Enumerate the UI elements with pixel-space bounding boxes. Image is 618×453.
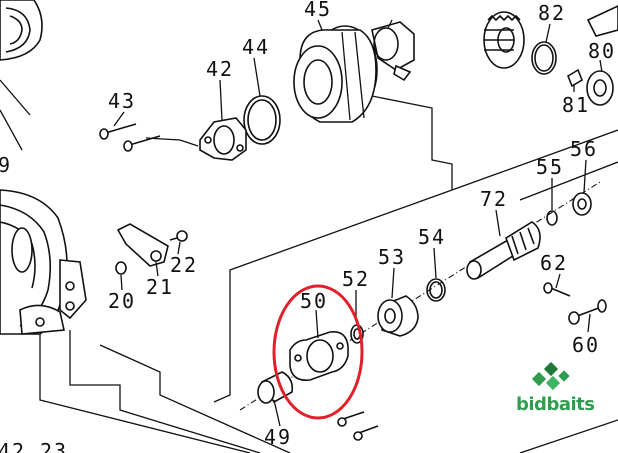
part-62-pin	[543, 282, 571, 297]
label-44: 44	[242, 35, 270, 59]
part-gear-top	[483, 11, 525, 69]
part-45-cap	[371, 21, 415, 82]
part-82-ring	[531, 41, 557, 75]
label-72: 72	[480, 187, 508, 211]
part-50-flange-plate	[289, 330, 349, 382]
label-21: 21	[146, 275, 174, 299]
part-handle-top-right	[586, 5, 618, 37]
part-44-ring	[243, 95, 281, 145]
part-45-sleeve	[293, 25, 378, 123]
part-56-bearing	[572, 192, 592, 216]
label-80: 80	[588, 39, 616, 63]
part-53-bearing	[377, 295, 419, 337]
label-52: 52	[342, 267, 370, 291]
part-bottom-screws	[337, 411, 379, 441]
part-60-screw	[568, 299, 607, 325]
part-54-washer	[426, 278, 446, 302]
label-20: 20	[108, 289, 136, 313]
part-22-screw	[169, 230, 188, 242]
axis-center-line	[239, 181, 601, 411]
label-43: 43	[108, 89, 136, 113]
part-21-lever	[116, 223, 169, 267]
leader-lines	[113, 19, 603, 427]
label-45: 45	[304, 0, 332, 21]
label-9: 9	[0, 153, 12, 177]
bidbaits-logo-icon	[531, 361, 570, 391]
label-22: 22	[170, 253, 198, 277]
panel-frame-lines	[0, 79, 618, 453]
label-49: 49	[264, 425, 292, 449]
part-72-pinion	[466, 221, 541, 280]
label-62: 62	[540, 251, 568, 275]
label-56: 56	[570, 137, 598, 161]
part-80-bearing	[586, 70, 614, 106]
label-50: 50	[300, 289, 328, 313]
part-42-plate	[199, 117, 247, 161]
label-60: 60	[572, 333, 600, 357]
label-53: 53	[378, 245, 406, 269]
part-49-collar	[257, 371, 294, 404]
part-43-screws	[99, 123, 161, 152]
reel-body-left	[0, 0, 87, 335]
highlight-circle	[272, 284, 364, 420]
label-82: 82	[538, 1, 566, 25]
part-81-clip	[567, 68, 583, 88]
watermark-brand: bidbaits	[516, 394, 595, 415]
label-54: 54	[418, 225, 446, 249]
label-42-bottom: 42	[0, 439, 26, 453]
label-81: 81	[562, 93, 590, 117]
part-20-washer	[115, 261, 127, 275]
label-23: 23	[40, 439, 68, 453]
label-42: 42	[206, 57, 234, 81]
label-55: 55	[536, 155, 564, 179]
part-55-washer	[546, 210, 558, 226]
